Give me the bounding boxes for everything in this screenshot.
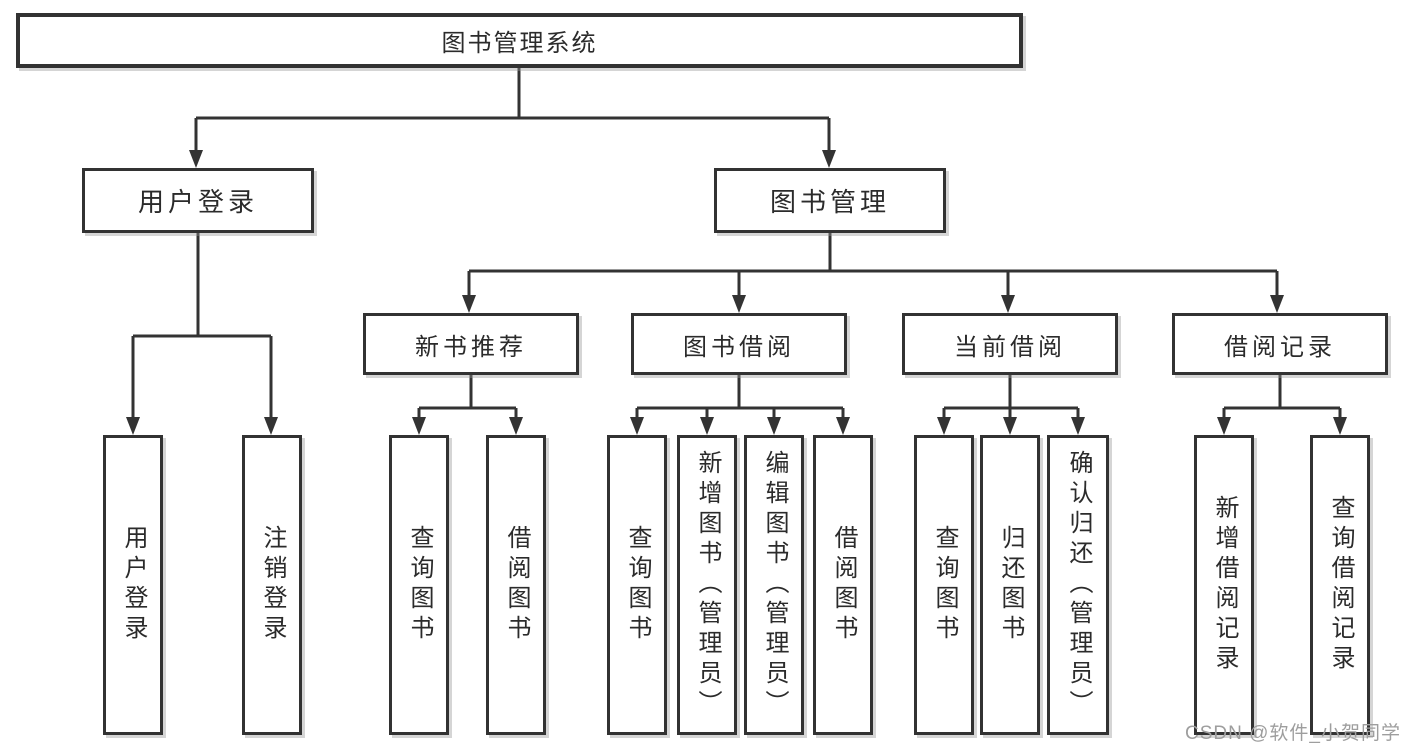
csdn-watermark: CSDN @软件_小贺同学 — [1185, 723, 1401, 744]
node-label: 借阅记录 — [1224, 333, 1336, 361]
node-label: 编辑图书（管理员） — [761, 450, 788, 720]
node-user-login: 用户登录 — [82, 168, 314, 233]
node-label: 查询图书 — [931, 525, 958, 645]
arrowheads — [126, 150, 1347, 435]
node-label: 归还图书 — [997, 525, 1024, 645]
leaf-edit-book-admin: 编辑图书（管理员） — [744, 435, 804, 735]
node-book-management: 图书管理 — [714, 168, 946, 233]
leaf-borrow-books: 借阅图书 — [813, 435, 873, 735]
node-label: 借阅图书 — [503, 525, 530, 645]
leaf-user-login: 用户登录 — [103, 435, 163, 735]
leaf-borrow-books-recommend: 借阅图书 — [486, 435, 546, 735]
leaf-query-books-recommend: 查询图书 — [389, 435, 449, 735]
node-label: 图书借阅 — [683, 333, 795, 361]
node-new-book-recommend: 新书推荐 — [363, 313, 579, 375]
node-label: 用户登录 — [137, 187, 258, 217]
node-label: 图书管理 — [769, 187, 890, 217]
leaf-add-book-admin: 新增图书（管理员） — [677, 435, 737, 735]
node-label: 用户登录 — [120, 525, 147, 645]
node-current-borrowing: 当前借阅 — [902, 313, 1118, 375]
leaf-confirm-return-admin: 确认归还（管理员） — [1047, 435, 1109, 735]
node-label: 确认归还（管理员） — [1065, 450, 1092, 720]
node-label: 借阅图书 — [830, 525, 857, 645]
node-label: 图书管理系统 — [441, 30, 598, 57]
leaf-query-books-borrow: 查询图书 — [607, 435, 667, 735]
node-label: 当前借阅 — [954, 333, 1066, 361]
node-label: 查询借阅记录 — [1327, 495, 1354, 675]
node-root-library-system: 图书管理系统 — [16, 13, 1023, 68]
leaf-query-borrow-record: 查询借阅记录 — [1310, 435, 1370, 735]
node-label: 新增借阅记录 — [1211, 495, 1238, 675]
leaf-query-books-current: 查询图书 — [914, 435, 974, 735]
leaf-return-book: 归还图书 — [980, 435, 1040, 735]
node-label: 注销登录 — [259, 525, 286, 645]
node-borrowing-records: 借阅记录 — [1172, 313, 1388, 375]
node-label: 新增图书（管理员） — [694, 450, 721, 720]
leaf-add-borrow-record: 新增借阅记录 — [1194, 435, 1254, 735]
node-label: 查询图书 — [624, 525, 651, 645]
node-label: 查询图书 — [406, 525, 433, 645]
node-book-borrowing: 图书借阅 — [631, 313, 847, 375]
node-label: 新书推荐 — [415, 333, 527, 361]
leaf-logout: 注销登录 — [242, 435, 302, 735]
